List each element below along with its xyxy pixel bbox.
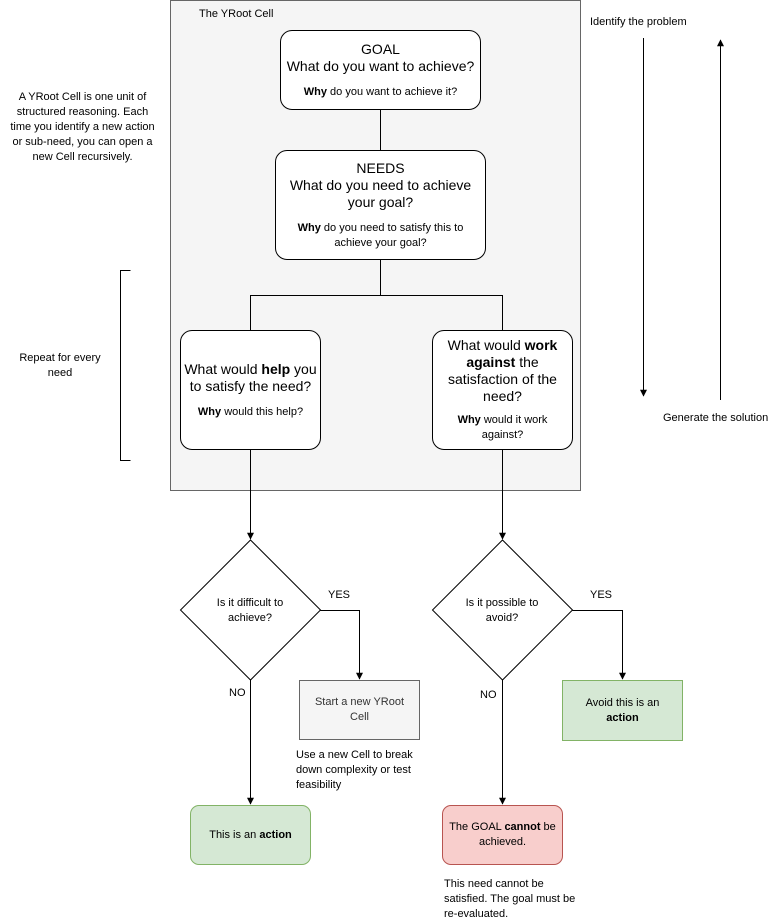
avoid-action-text: Avoid this is an action [585, 696, 660, 724]
needs-why: Why do you need to satisfy this to achie… [297, 221, 464, 249]
cannot-box: The GOAL cannot be achieved. [442, 805, 563, 865]
avoid-action-box: Avoid this is an action [562, 680, 683, 741]
generate-label: Generate the solution [663, 412, 769, 424]
cannot-note: This need cannot be satisfied. The goal … [444, 878, 576, 920]
cannot-text: The GOAL cannot be achieved. [449, 821, 556, 848]
needs-box: NEEDS What do you need to achieve your g… [275, 150, 486, 260]
repeat-bracket [120, 270, 131, 461]
connector-needs-branch [250, 260, 381, 330]
needs-question: What do you need to achieve your goal? [289, 176, 472, 210]
repeat-note: Repeat for every need [19, 352, 101, 379]
goal-box: GOAL What do you want to achieve? Why do… [280, 30, 481, 110]
against-question: What would work against the satisfaction… [447, 337, 558, 404]
new-cell-box: Start a new YRoot Cell [299, 680, 420, 740]
identify-label: Identify the problem [590, 16, 687, 28]
yes-label-right: YES [590, 589, 613, 601]
needs-heading: NEEDS [356, 159, 405, 176]
against-why: Why would it work against? [457, 414, 548, 441]
help-box: What would help you to satisfy the need?… [180, 330, 321, 450]
no-label-left: NO [229, 687, 246, 699]
action-text: This is an action [209, 828, 292, 841]
new-cell-note: Use a new Cell to break down complexity … [296, 749, 413, 791]
cell-title: The YRoot Cell [199, 8, 274, 20]
new-cell-text: Start a new YRoot Cell [314, 696, 405, 723]
yes-label-left: YES [328, 589, 351, 601]
goal-heading: GOAL [361, 40, 400, 57]
no-label-right: NO [480, 689, 497, 701]
side-note: A YRoot Cell is one unit of structured r… [10, 91, 155, 163]
goal-question: What do you want to achieve? [286, 57, 475, 74]
goal-why: Why do you want to achieve it? [303, 85, 458, 98]
decision-difficult-text: Is it difficult to achieve? [216, 597, 284, 624]
action-box: This is an action [190, 805, 311, 865]
against-box: What would work against the satisfaction… [432, 330, 573, 450]
arrow-yes-avoid [572, 610, 626, 680]
help-why: Why would this help? [197, 405, 304, 418]
help-question: What would help you to satisfy the need? [184, 360, 317, 394]
arrow-yes-new-cell [320, 610, 363, 680]
decision-avoid-text: Is it possible to avoid? [465, 597, 539, 624]
connector-needs-branch-right [380, 295, 503, 330]
